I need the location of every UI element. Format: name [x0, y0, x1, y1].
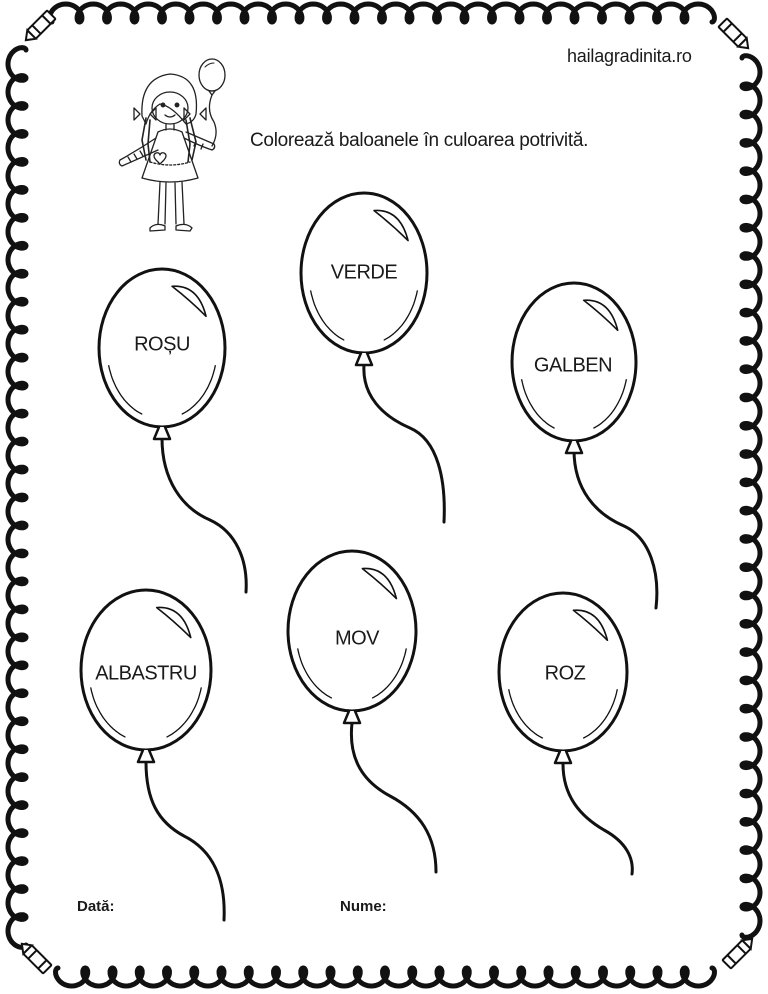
balloon-string: [561, 762, 634, 876]
crayon-bottom-left-icon: [20, 942, 53, 975]
balloon-6: [497, 591, 634, 876]
balloon-shading: [508, 689, 544, 739]
date-label: Dată:: [77, 898, 115, 915]
crayon-top-right-icon: [717, 17, 750, 50]
balloon-string: [362, 363, 446, 524]
balloon-label-6: ROZ: [544, 662, 586, 685]
balloon-label-1: ROȘU: [134, 333, 190, 356]
balloon-knot: [553, 749, 573, 765]
border-bottom: [53, 965, 717, 989]
balloon-string: [160, 436, 248, 594]
balloon-4: [79, 588, 226, 922]
balloon-label-4: ALBASTRU: [95, 662, 197, 685]
balloon-knot: [354, 351, 374, 367]
balloons: [79, 191, 659, 922]
curly-border: [5, 1, 763, 989]
site-watermark: hailagradinita.ro: [567, 46, 692, 66]
balloon-shading: [383, 290, 418, 341]
balloon-shading: [90, 687, 126, 738]
balloon-highlight: [582, 299, 619, 332]
balloon-2: [299, 191, 446, 524]
balloon-highlight: [155, 606, 192, 639]
balloon-1: [97, 267, 248, 594]
balloon-shading: [108, 365, 143, 415]
balloon-knot: [136, 748, 156, 764]
balloon-shading: [593, 379, 627, 429]
balloon-highlight: [572, 609, 609, 642]
balloon-highlight: [361, 567, 398, 600]
border-top: [47, 1, 717, 25]
balloon-shading: [297, 648, 333, 699]
balloon-label-3: GALBEN: [533, 354, 613, 377]
border-left: [5, 45, 29, 950]
balloon-highlight: [373, 209, 409, 242]
name-label: Nume:: [340, 898, 387, 915]
balloon-knot: [342, 709, 362, 725]
balloon-knot: [564, 439, 584, 455]
balloon-shading: [166, 687, 202, 738]
balloon-string: [572, 448, 659, 610]
balloon-3: [510, 281, 659, 610]
balloon-shading: [310, 290, 345, 341]
crayon-bottom-right-icon: [721, 937, 754, 970]
balloon-5: [286, 549, 438, 874]
balloon-label-2: VERDE: [330, 261, 398, 284]
girl-with-balloon-illustration: [118, 58, 226, 232]
balloon-string: [349, 721, 438, 874]
crayon-corners: [20, 9, 754, 975]
balloon-knot: [152, 425, 172, 441]
balloon-shading: [371, 648, 407, 699]
crayon-top-left-icon: [24, 9, 57, 42]
balloon-label-5: MOV: [334, 627, 380, 650]
balloon-highlight: [171, 285, 207, 318]
balloon-shading: [521, 379, 555, 429]
balloon-shading: [181, 365, 216, 415]
border-right: [739, 53, 763, 940]
balloon-shading: [582, 689, 618, 739]
balloon-string: [144, 760, 226, 922]
instruction-title: Colorează baloanele în culoarea potrivit…: [250, 130, 589, 151]
